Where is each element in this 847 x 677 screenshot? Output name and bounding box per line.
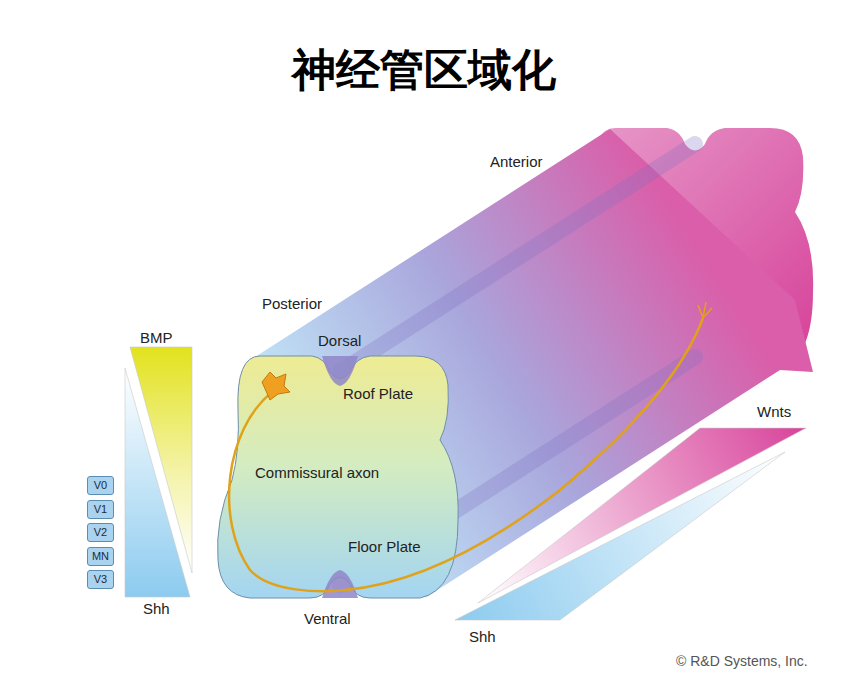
gradient-label: Shh bbox=[143, 600, 170, 618]
domain-label: V1 bbox=[88, 501, 113, 517]
interneuron-domain-box: V0 bbox=[87, 476, 114, 495]
neural-tube-section: Roof PlateCommissural axonFloor Plate bbox=[215, 355, 460, 600]
axis-label: Anterior bbox=[490, 153, 543, 171]
domain-label: V0 bbox=[88, 477, 113, 493]
copyright-note: © R&D Systems, Inc. bbox=[676, 652, 808, 670]
interneuron-domain-box: MN bbox=[87, 547, 114, 566]
diagram-title: 神经管区域化 bbox=[0, 44, 847, 96]
interneuron-domain-box: V3 bbox=[87, 570, 114, 589]
interneuron-domain-box: V1 bbox=[87, 500, 114, 519]
domain-label: V3 bbox=[88, 571, 113, 587]
gradient-label: BMP bbox=[140, 329, 173, 347]
structure-label: Floor Plate bbox=[348, 538, 421, 556]
axis-label: Ventral bbox=[304, 610, 351, 628]
gradient-label: Wnts bbox=[757, 403, 791, 421]
axis-label: Dorsal bbox=[318, 332, 361, 350]
axis-label: Posterior bbox=[262, 295, 322, 313]
domain-label: V2 bbox=[88, 524, 113, 540]
domain-label: MN bbox=[88, 548, 113, 564]
structure-label: Roof Plate bbox=[343, 385, 413, 403]
structure-label: Commissural axon bbox=[255, 464, 379, 482]
interneuron-domain-box: V2 bbox=[87, 523, 114, 542]
gradient-label: Shh bbox=[469, 628, 496, 646]
